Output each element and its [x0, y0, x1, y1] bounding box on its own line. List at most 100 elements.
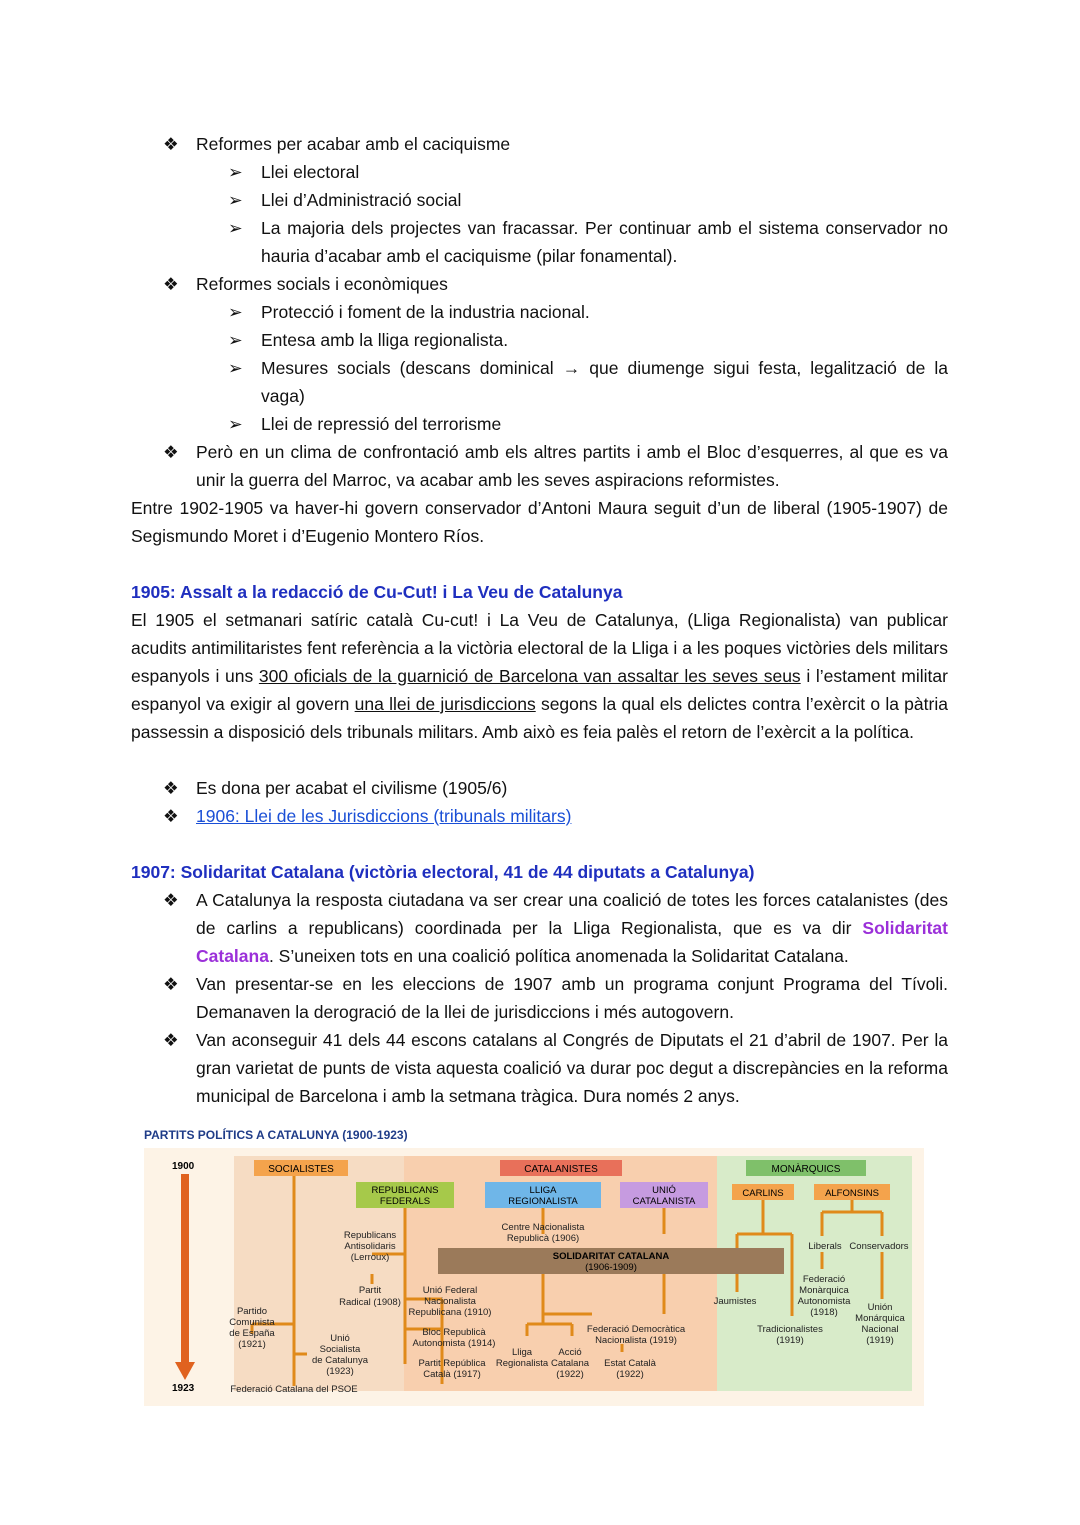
svg-text:(1923): (1923)	[326, 1366, 353, 1377]
svg-text:Federació: Federació	[803, 1274, 845, 1285]
svg-text:Catalana: Catalana	[551, 1358, 590, 1369]
sub-bullet: ➢ Protecció i foment de la industria nac…	[228, 298, 948, 326]
diamond-icon: ❖	[163, 778, 179, 798]
svg-text:(1919): (1919)	[776, 1335, 803, 1346]
diagram-title: PARTITS POLÍTICS A CATALUNYA (1900-1923)	[144, 1127, 408, 1142]
svg-text:Autonomista (1914): Autonomista (1914)	[413, 1338, 496, 1349]
svg-text:UNIÓ: UNIÓ	[652, 1185, 676, 1196]
diamond-icon: ❖	[163, 974, 179, 994]
svg-text:SOLIDARITAT CATALANA: SOLIDARITAT CATALANA	[553, 1251, 670, 1262]
monarquics-box	[746, 1160, 866, 1176]
svg-text:Republicans: Republicans	[344, 1230, 397, 1241]
svg-text:ALFONSINS: ALFONSINS	[825, 1188, 879, 1199]
svg-text:(1918): (1918)	[810, 1307, 837, 1318]
right-arrow-icon: →	[562, 358, 581, 378]
svg-text:REGIONALISTA: REGIONALISTA	[508, 1196, 578, 1207]
svg-text:Partit: Partit	[359, 1285, 382, 1296]
paragraph-cucut: El 1905 el setmanari satíric català Cu-c…	[131, 610, 948, 742]
bullet-solidaritat-3: ❖ Van aconseguir 41 dels 44 escons catal…	[163, 1026, 948, 1110]
monarquics-label: MONÀRQUICS	[772, 1162, 841, 1175]
carlins-box	[732, 1184, 794, 1200]
svg-text:REPUBLICANS: REPUBLICANS	[371, 1185, 438, 1196]
sub-bullet: ➢ Entesa amb la lliga regionalista.	[228, 326, 948, 354]
svg-text:CARLINS: CARLINS	[742, 1188, 783, 1199]
svg-text:Monàrquica: Monàrquica	[799, 1285, 849, 1296]
bullet-solidaritat-2: ❖ Van presentar-se en les eleccions de 1…	[163, 970, 948, 1026]
svg-text:Nacionalista: Nacionalista	[424, 1296, 476, 1307]
svg-text:Partido: Partido	[237, 1306, 267, 1317]
svg-text:Antisolidaris: Antisolidaris	[344, 1241, 395, 1252]
time-arrow-shaft	[181, 1174, 189, 1362]
svg-text:Partit República: Partit República	[418, 1358, 486, 1369]
svg-text:Liberals: Liberals	[808, 1241, 842, 1252]
diamond-icon: ❖	[163, 1030, 179, 1050]
bullet-caciquisme: ❖ Reformes per acabar amb el caciquisme	[163, 130, 948, 158]
arrow-icon: ➢	[228, 414, 243, 434]
jurisdiccions-link[interactable]: 1906: Llei de les Jurisdiccions (tribuna…	[196, 806, 572, 826]
svg-text:Republicana (1910): Republicana (1910)	[409, 1307, 492, 1318]
diamond-icon: ❖	[163, 274, 179, 294]
svg-text:Republicà (1906): Republicà (1906)	[507, 1233, 579, 1244]
svg-text:Bloc Republicà: Bloc Republicà	[422, 1327, 486, 1338]
svg-text:Comunista: Comunista	[229, 1317, 275, 1328]
sub-bullet: ➢ Llei electoral	[228, 158, 948, 186]
socialistes-box	[254, 1160, 348, 1176]
bullet-jurisdiccions: ❖ 1906: Llei de les Jurisdiccions (tribu…	[163, 802, 948, 830]
svg-text:Nacionalista (1919): Nacionalista (1919)	[595, 1335, 677, 1346]
svg-text:CATALANISTA: CATALANISTA	[633, 1196, 696, 1207]
bullet-pero: ❖ Però en un clima de confrontació amb e…	[163, 438, 948, 494]
svg-text:(1919): (1919)	[866, 1335, 893, 1346]
arrow-icon: ➢	[228, 190, 243, 210]
unio-box	[620, 1182, 708, 1208]
time-arrow-head	[175, 1362, 195, 1380]
paragraph-governs: Entre 1902-1905 va haver-hi govern conse…	[131, 498, 948, 546]
sub-bullet: ➢ La majoria dels projectes van fracassa…	[228, 214, 948, 270]
arrow-icon: ➢	[228, 302, 243, 322]
alfonsins-box	[814, 1184, 890, 1200]
svg-text:Centre Nacionalista: Centre Nacionalista	[502, 1222, 586, 1233]
svg-text:LLIGA: LLIGA	[530, 1185, 558, 1196]
arrow-icon: ➢	[228, 218, 243, 238]
svg-text:Acció: Acció	[558, 1347, 581, 1358]
svg-text:Federació Democràtica: Federació Democràtica	[587, 1324, 686, 1335]
svg-text:Socialista: Socialista	[320, 1344, 361, 1355]
diamond-icon: ❖	[163, 134, 179, 154]
sub-bullet: ➢ Llei d’Administració social	[228, 186, 948, 214]
parties-diagram-svg: PARTITS POLÍTICS A CATALUNYA (1900-1923)…	[144, 1127, 924, 1406]
svg-text:Autonomista: Autonomista	[798, 1296, 852, 1307]
svg-text:Nacional: Nacional	[862, 1324, 899, 1335]
solidaritat-bar	[438, 1248, 784, 1274]
parties-diagram: PARTITS POLÍTICS A CATALUNYA (1900-1923)…	[142, 1124, 932, 1409]
svg-text:Conservadors: Conservadors	[849, 1241, 908, 1252]
diamond-icon: ❖	[163, 806, 179, 826]
arrow-icon: ➢	[228, 330, 243, 350]
catalanistes-box	[500, 1160, 622, 1176]
svg-text:Estat Català: Estat Català	[604, 1358, 656, 1369]
arrow-icon: ➢	[228, 162, 243, 182]
arrow-icon: ➢	[228, 358, 243, 378]
svg-text:Federació Catalana del PSOE: Federació Catalana del PSOE	[230, 1384, 357, 1395]
diamond-icon: ❖	[163, 890, 179, 910]
svg-text:Unió: Unió	[330, 1333, 350, 1344]
svg-text:Unió Federal: Unió Federal	[423, 1285, 477, 1296]
catalanistes-label: CATALANISTES	[524, 1164, 598, 1175]
year-end: 1923	[172, 1383, 195, 1394]
svg-text:Unión: Unión	[868, 1302, 893, 1313]
heading-solidaritat: 1907: Solidaritat Catalana (victòria ele…	[131, 862, 755, 882]
svg-text:Radical (1908): Radical (1908)	[339, 1297, 401, 1308]
svg-text:de Catalunya: de Catalunya	[312, 1355, 369, 1366]
svg-text:(1922): (1922)	[556, 1369, 583, 1380]
svg-text:(1921): (1921)	[238, 1339, 265, 1350]
heading-cucut: 1905: Assalt a la redacció de Cu-Cut! i …	[131, 582, 623, 602]
svg-text:de España: de España	[229, 1328, 275, 1339]
svg-text:Català (1917): Català (1917)	[423, 1369, 481, 1380]
svg-text:(1906-1909): (1906-1909)	[585, 1262, 637, 1273]
connector-lines	[250, 1176, 884, 1386]
year-start: 1900	[172, 1161, 195, 1172]
svg-text:(1922): (1922)	[616, 1369, 643, 1380]
bullet-socials: ❖ Reformes socials i econòmiques	[163, 270, 948, 298]
sub-bullet: ➢ Llei de repressió del terrorisme	[228, 410, 948, 438]
svg-text:(Lerroux): (Lerroux)	[351, 1252, 390, 1263]
diamond-icon: ❖	[163, 442, 179, 462]
